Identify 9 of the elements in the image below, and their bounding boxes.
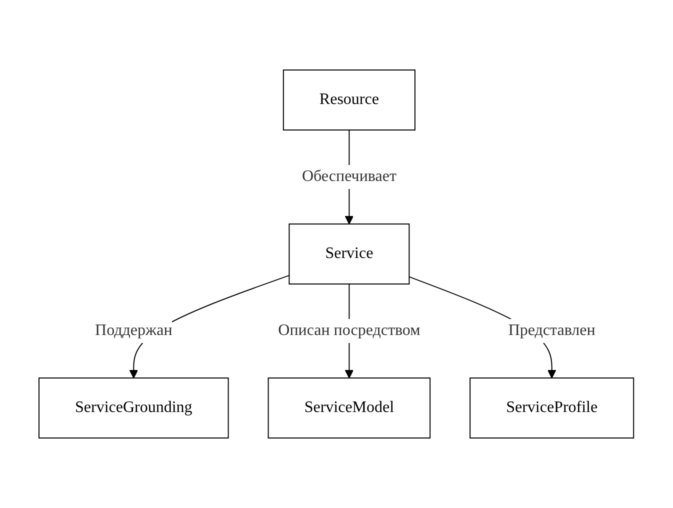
edge-label: Поддержан [95, 322, 172, 339]
node-box: Resource [283, 70, 416, 130]
node-box: Service [288, 224, 410, 284]
edge-label: Представлен [508, 322, 596, 339]
node-box: ServiceModel [268, 378, 431, 438]
edge-label: Описан посредством [278, 322, 420, 339]
node-box: ServiceGrounding [38, 378, 230, 438]
edge-label: Обеспечивает [302, 168, 397, 185]
node-box: ServiceProfile [470, 378, 634, 438]
